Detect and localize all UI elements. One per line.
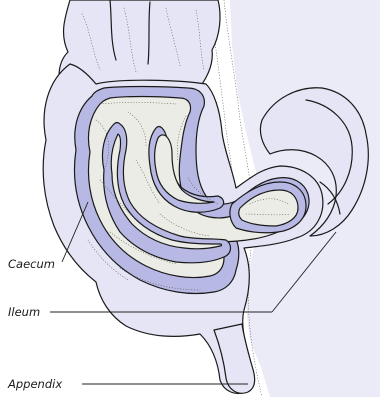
label-appendix: Appendix [7,377,62,391]
label-ileum: Ileum [8,305,40,319]
label-caecum: Caecum [8,257,55,271]
